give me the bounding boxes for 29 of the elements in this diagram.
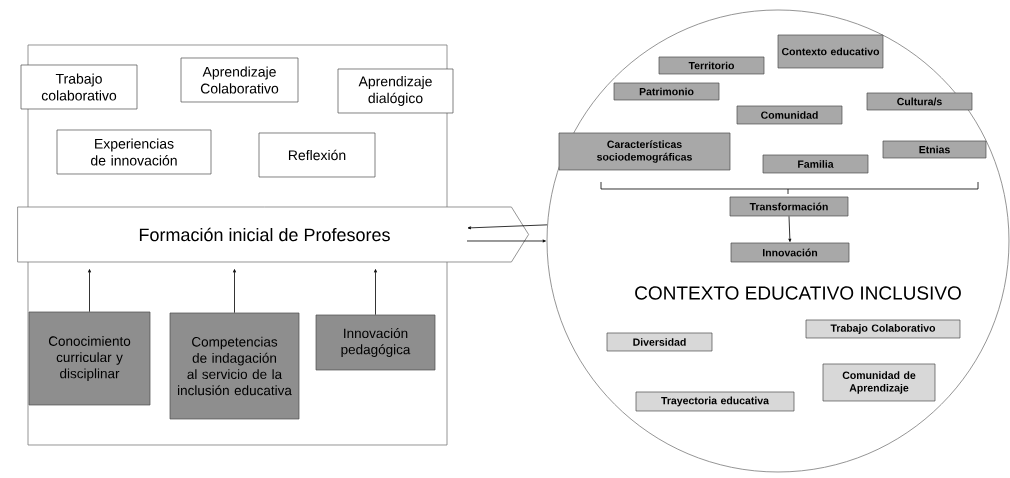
concept-box: Características sociodemográficas [558, 132, 731, 171]
concept-box: Patrimonio [613, 82, 720, 101]
concept-box: Cultura/s [866, 92, 973, 111]
concept-box: Trabajo Colaborativo [805, 319, 961, 339]
concept-box: Aprendizaje Colaborativo [180, 57, 299, 103]
concept-box: Etnias [882, 140, 987, 159]
concept-box: Aprendizaje dialógico [337, 68, 454, 114]
concept-box: Reflexión [258, 132, 376, 178]
concept-box: Transformación [729, 196, 849, 217]
arrow [467, 224, 548, 230]
concept-box: Trayectoria educativa [635, 391, 795, 412]
arrow [233, 269, 236, 314]
arrow [374, 269, 377, 316]
arrow [466, 239, 546, 243]
arrow [88, 269, 91, 313]
concept-box: Experiencias de innovación [56, 129, 212, 175]
concept-box: Familia [762, 154, 869, 174]
arrow [788, 215, 792, 242]
concept-box: Comunidad de Aprendizaje [822, 363, 936, 402]
concept-box: Comunidad [736, 105, 843, 125]
process-band: Formación inicial de Profesores [17, 206, 529, 263]
concept-box: Trabajo colaborativo [20, 64, 138, 110]
concept-box: Competencias de indagación al servicio de la inclusión educativa [169, 312, 300, 420]
concept-box: Territorio [658, 56, 765, 75]
concept-box: Contexto educativo [777, 34, 884, 69]
concept-box: Conocimiento curricular y disciplinar [28, 311, 151, 406]
concept-box: Innovación pedagógica [315, 314, 436, 371]
concept-box: Diversidad [606, 332, 713, 352]
concept-box: Innovación [730, 242, 850, 263]
